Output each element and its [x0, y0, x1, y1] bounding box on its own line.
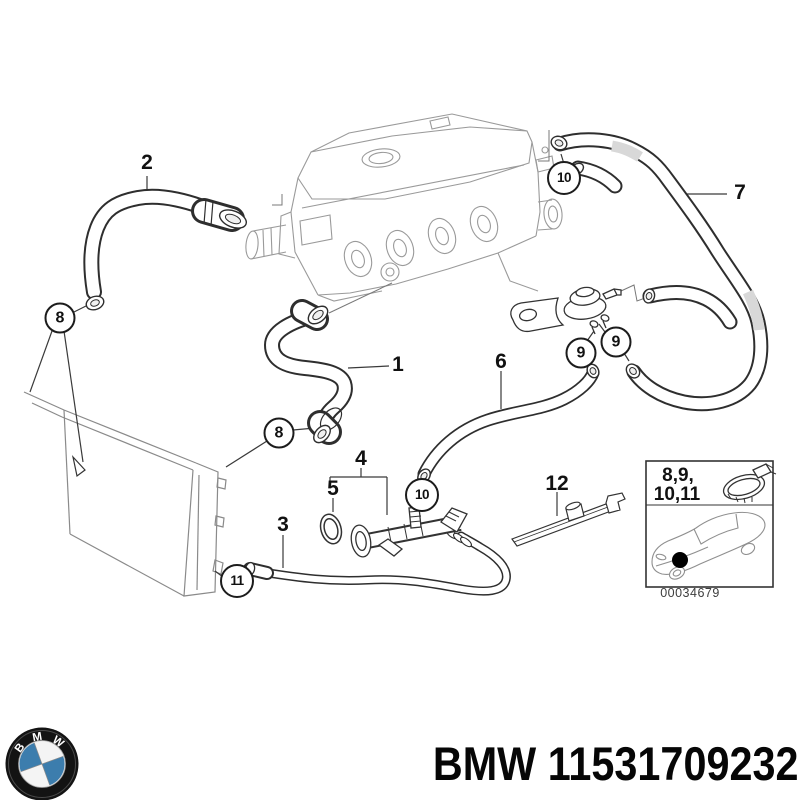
callout-circle-9a: 9 — [565, 337, 597, 369]
callout-12: 12 — [545, 472, 569, 495]
callout-1: 1 — [392, 353, 404, 376]
o-ring-drawing — [319, 513, 343, 545]
logo-letter-m: M — [32, 731, 44, 744]
inset-image-code: 00034679 — [660, 586, 720, 600]
callout-circle-8b: 8 — [263, 417, 295, 449]
inset-group-labels-line2: 10,11 — [653, 484, 701, 505]
water-pipe-drawing — [350, 506, 468, 558]
callout-leader-lines — [29, 153, 727, 578]
hose-1 — [263, 299, 353, 445]
inset-legend-box — [645, 460, 777, 588]
cable-strap-drawing — [511, 492, 626, 547]
inset-group-labels-line1: 8,9, — [662, 465, 694, 486]
attachment-step-lines — [272, 130, 649, 314]
hose-clamp-icon — [722, 463, 777, 504]
callout-2: 2 — [141, 151, 153, 174]
part-number-label: BMW 11531709232 — [432, 737, 798, 790]
callout-4: 4 — [355, 447, 367, 470]
hose-2 — [83, 188, 248, 311]
bmw-roundel-logo: B M W — [5, 727, 79, 800]
callout-3: 3 — [277, 513, 289, 536]
hose-6 — [417, 363, 600, 484]
callout-circle-10b: 10 — [405, 478, 439, 512]
callout-7: 7 — [734, 181, 746, 204]
callout-circle-9b: 9 — [600, 326, 632, 358]
small-parts-drawing — [319, 286, 626, 558]
hose-3 — [243, 528, 511, 596]
hose-7 — [550, 132, 769, 412]
radiator-drawing — [23, 391, 227, 597]
callout-circle-8a: 8 — [44, 302, 76, 334]
engine-block-drawing — [245, 113, 563, 302]
car-silhouette-icon — [651, 511, 766, 580]
callout-6: 6 — [495, 350, 507, 373]
callout-circle-11: 11 — [220, 564, 254, 598]
callout-5: 5 — [327, 477, 339, 500]
vent-valve-drawing — [510, 286, 622, 335]
callout-circle-10a: 10 — [547, 161, 581, 195]
hoses-drawing — [83, 132, 769, 596]
location-dot — [672, 552, 688, 568]
